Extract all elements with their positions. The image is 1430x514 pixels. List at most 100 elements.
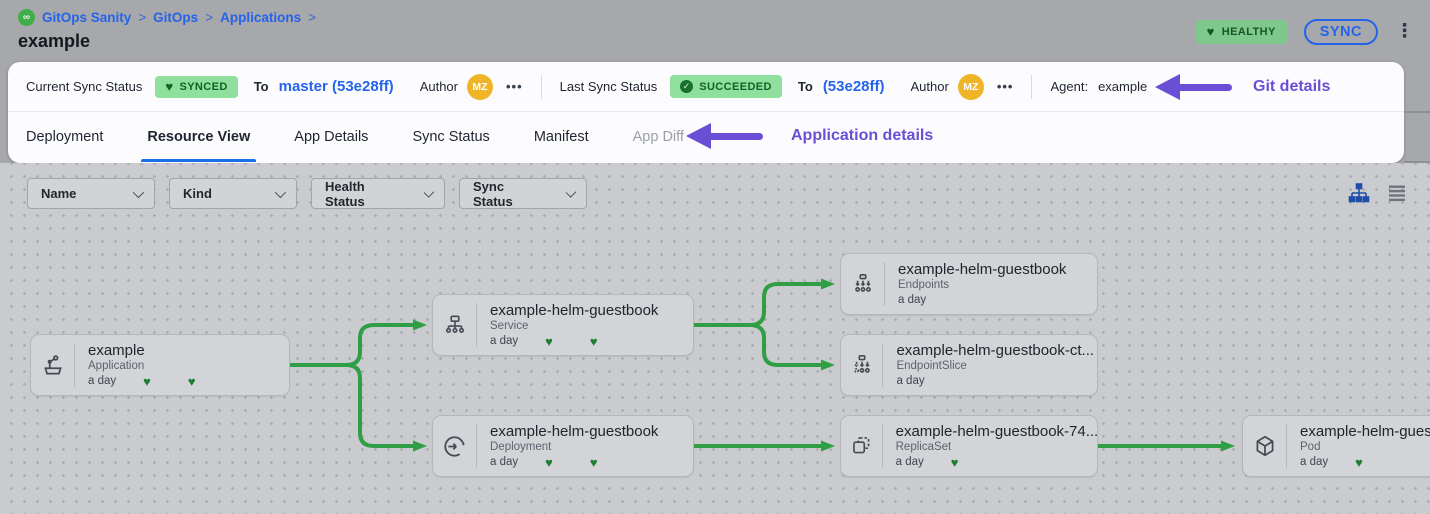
- synced-badge: ♥ SYNCED: [155, 75, 238, 98]
- heart-icon: ♥: [1206, 24, 1215, 39]
- breadcrumb-gitops-sanity[interactable]: GitOps Sanity: [42, 10, 132, 25]
- endpointslice-icon: [853, 354, 870, 373]
- heart-icon: ♥: [950, 454, 959, 470]
- resource-node-endpointslice[interactable]: example-helm-guestbook-ct... EndpointSli…: [840, 334, 1098, 396]
- succeeded-badge-label: SUCCEEDED: [699, 80, 772, 93]
- divider: [540, 74, 542, 99]
- resource-node-replicaset[interactable]: example-helm-guestbook-74... ReplicaSet …: [840, 415, 1098, 477]
- current-sync-status-label: Current Sync Status: [26, 79, 143, 94]
- node-age: a day: [896, 375, 925, 387]
- heart-icon: ♥: [165, 78, 174, 94]
- node-title: example: [88, 342, 145, 359]
- node-kind: Application: [88, 360, 145, 372]
- resource-node-deployment[interactable]: example-helm-guestbook Deployment a day …: [432, 415, 694, 477]
- breadcrumb-separator: >: [205, 10, 214, 25]
- breadcrumb-gitops[interactable]: GitOps: [153, 10, 199, 25]
- health-badge-label: HEALTHY: [1221, 26, 1276, 38]
- git-details-arrow-icon: [1155, 74, 1232, 100]
- node-age: a day: [490, 456, 519, 468]
- page-title: example: [18, 31, 91, 51]
- health-status-filter-dropdown[interactable]: Health Status: [311, 178, 445, 209]
- resource-tree-edges: [288, 278, 1235, 452]
- agent-value: example: [1098, 79, 1148, 94]
- author-avatar[interactable]: MZ: [467, 73, 493, 100]
- author-label: Author: [910, 79, 949, 94]
- heart-icon: ♥: [143, 373, 151, 389]
- application-icon: [43, 355, 62, 375]
- gitops-logo-icon: ∞: [18, 9, 35, 26]
- last-commit-link[interactable]: (53e28ff): [822, 78, 885, 95]
- sync-status-filter-label: Sync Status: [473, 178, 513, 209]
- breadcrumb: ∞ GitOps Sanity > GitOps > Applications …: [18, 9, 1412, 26]
- resource-node-endpoints[interactable]: example-helm-guestbook Endpoints a day: [840, 253, 1098, 315]
- node-title: example-helm-guestbook: [1300, 423, 1430, 440]
- synced-badge-label: SYNCED: [179, 80, 228, 93]
- node-title: example-helm-guestbook: [490, 302, 659, 319]
- health-status-filter-label: Health Status: [325, 178, 365, 209]
- pod-icon: [1256, 435, 1273, 457]
- app-header-card: Current Sync Status ♥ SYNCED To master (…: [8, 62, 1404, 163]
- view-toggle-group: [1347, 181, 1408, 205]
- health-status-badge: ♥ HEALTHY: [1195, 20, 1287, 44]
- author-label: Author: [419, 79, 458, 94]
- current-commit-link[interactable]: master (53e28ff): [278, 78, 394, 95]
- node-title: example-helm-guestbook-ct...: [896, 342, 1095, 359]
- to-label: To: [253, 79, 269, 94]
- tree-view-icon[interactable]: [1347, 181, 1371, 205]
- node-kind: EndpointSlice: [896, 360, 967, 372]
- tab-app-diff[interactable]: App Diff: [632, 129, 684, 145]
- sync-status-filter-dropdown[interactable]: Sync Status: [459, 178, 587, 209]
- git-details-annotation: Git details: [1253, 78, 1331, 95]
- app-tabs: Deployment Resource View App Details Syn…: [8, 112, 1404, 162]
- filter-bar: Name Kind Health Status Sync Status: [27, 178, 587, 209]
- kebab-menu-icon[interactable]: ⋮: [1395, 21, 1414, 42]
- heart-icon: ♥: [589, 454, 598, 470]
- name-filter-label: Name: [41, 186, 77, 201]
- node-title: example-helm-guestbook: [490, 423, 659, 440]
- card-edge-line: [1404, 111, 1430, 113]
- sync-button[interactable]: SYNC: [1303, 19, 1378, 45]
- succeeded-badge: ✓ SUCCEEDED: [670, 75, 782, 98]
- node-kind: Deployment: [490, 441, 552, 453]
- to-label: To: [797, 79, 813, 94]
- author-avatar[interactable]: MZ: [957, 73, 984, 100]
- kind-filter-dropdown[interactable]: Kind: [169, 178, 297, 209]
- heart-icon: ♥: [1355, 454, 1363, 470]
- node-age: a day: [895, 456, 924, 468]
- node-title: example-helm-guestbook-74...: [895, 423, 1097, 440]
- name-filter-dropdown[interactable]: Name: [27, 178, 155, 209]
- breadcrumb-separator: >: [308, 10, 316, 25]
- node-age: a day: [1300, 456, 1329, 468]
- more-options-icon[interactable]: •••: [506, 79, 523, 94]
- check-circle-icon: ✓: [680, 80, 694, 93]
- sync-status-bar: Current Sync Status ♥ SYNCED To master (…: [8, 62, 1404, 112]
- agent-label: Agent:: [1050, 79, 1089, 94]
- application-details-arrow-icon: [686, 123, 763, 149]
- list-view-icon[interactable]: [1386, 182, 1408, 204]
- more-options-icon[interactable]: •••: [996, 79, 1014, 94]
- replicaset-icon: [853, 437, 870, 454]
- tab-app-details[interactable]: App Details: [294, 129, 369, 145]
- node-kind: Endpoints: [898, 279, 950, 291]
- resource-node-pod[interactable]: example-helm-guestbook Pod a day ♥: [1242, 415, 1430, 477]
- tab-resource-view[interactable]: Resource View: [141, 112, 257, 162]
- breadcrumb-separator: >: [138, 10, 147, 25]
- resource-tree-canvas: Name Kind Health Status Sync Status: [0, 163, 1430, 514]
- resource-node-service[interactable]: example-helm-guestbook Service a day ♥ ♥: [432, 294, 694, 356]
- application-details-annotation: Application details: [791, 127, 934, 144]
- node-kind: ReplicaSet: [895, 441, 952, 453]
- node-kind: Pod: [1300, 441, 1321, 453]
- tab-deployment[interactable]: Deployment: [26, 129, 104, 145]
- endpoints-icon: [854, 273, 871, 292]
- heart-icon: ♥: [545, 333, 553, 349]
- heart-icon: ♥: [187, 373, 196, 389]
- breadcrumb-applications[interactable]: Applications: [220, 10, 302, 25]
- node-age: a day: [490, 335, 519, 347]
- kind-filter-label: Kind: [183, 186, 212, 201]
- tab-sync-status[interactable]: Sync Status: [412, 129, 490, 145]
- tab-manifest[interactable]: Manifest: [533, 129, 589, 145]
- resource-node-application[interactable]: example Application a day ♥ ♥: [30, 334, 290, 396]
- topbar-actions: ♥ HEALTHY SYNC ⋮: [1195, 19, 1414, 45]
- heart-icon: ♥: [589, 333, 598, 349]
